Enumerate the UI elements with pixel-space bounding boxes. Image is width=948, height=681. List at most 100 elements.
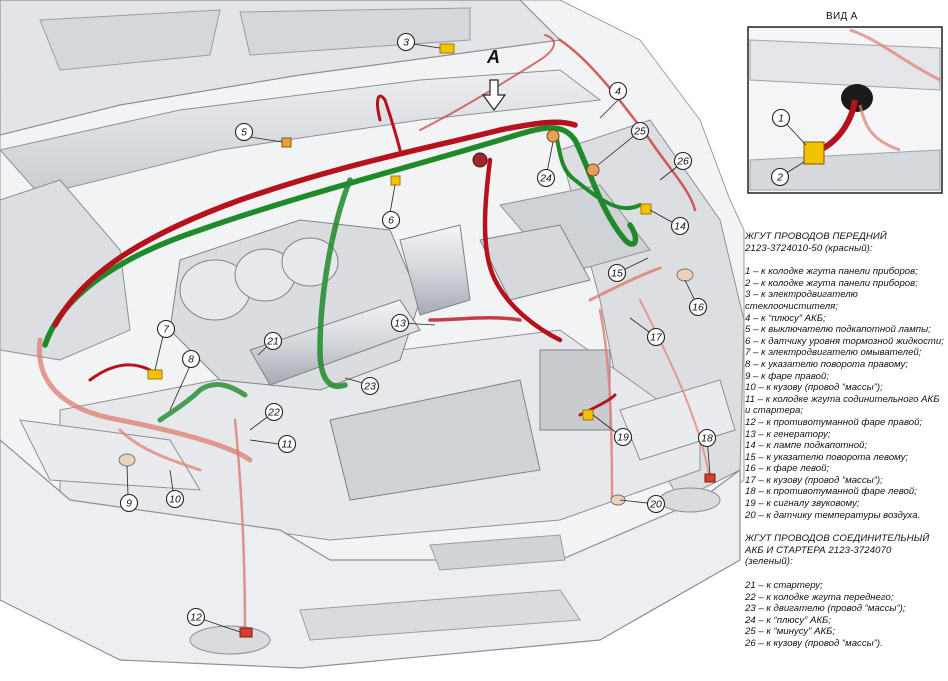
legend-item: 22 – к колодке жгута переднего;	[745, 591, 894, 603]
legend-item: 24 – к “плюсу” АКБ;	[745, 614, 831, 626]
legend-item: 2 – к колодке жгута панели приборов;	[745, 277, 918, 289]
callout-number: 3	[403, 37, 409, 49]
legend: ЖГУТ ПРОВОДОВ ПЕРЕДНИЙ 2123-3724010-50 (…	[745, 231, 945, 650]
inset-connector	[803, 141, 825, 165]
callout-21: 21	[263, 331, 283, 351]
legend-item: 25 – к “минусу” АКБ;	[745, 626, 836, 638]
harness2-title-line1: ЖГУТ ПРОВОДОВ СОЕДИНИТЕЛЬНЫЙ	[745, 533, 930, 545]
red-harness	[36, 34, 711, 632]
connector-5	[281, 137, 292, 148]
connector-18	[704, 473, 716, 483]
callout-19: 19	[613, 427, 633, 447]
legend-item: 3 – к электродвигателю стеклоочистителя;	[745, 289, 858, 312]
legend-item: 18 – к противотуманной фаре левой;	[745, 486, 917, 498]
callout-4: 4	[608, 81, 628, 101]
engine	[169, 219, 611, 501]
right-headlight	[19, 419, 201, 491]
callout-number: 26	[676, 156, 689, 168]
callout-number: 16	[692, 302, 704, 314]
callout-number: 6	[388, 215, 394, 227]
legend-item: 8 – к указателю поворота правому;	[745, 358, 908, 370]
harness1-title-line1: ЖГУТ ПРОВОДОВ ПЕРЕДНИЙ	[745, 231, 887, 242]
callout-13: 13	[390, 313, 410, 333]
callout-number: 10	[169, 494, 181, 506]
legend-item: 9 – к фаре правой;	[745, 370, 829, 382]
air-filter	[479, 224, 591, 301]
callout-number: 1	[778, 113, 784, 125]
callout-18: 18	[697, 428, 717, 448]
legend-item: 11 – к колодке жгута содинительного АКБ …	[745, 393, 940, 417]
harness2-title-line3: (зеленый):	[745, 556, 793, 568]
callout-11: 11	[277, 434, 297, 454]
connector-6	[390, 175, 401, 186]
connector-24	[546, 129, 560, 143]
callout-number: 25	[633, 126, 646, 138]
callout-7: 7	[156, 319, 176, 339]
connector-3	[439, 43, 455, 54]
callout-14: 14	[670, 216, 690, 236]
radiator	[329, 379, 541, 501]
callout-17: 17	[646, 327, 666, 347]
legend-item: 14 – к лампе подкапотной;	[745, 440, 868, 452]
connector-19	[582, 409, 594, 421]
callout-number: 15	[611, 268, 623, 280]
callout-number: 12	[190, 612, 202, 624]
left-fender	[0, 179, 131, 361]
connectors	[118, 43, 716, 638]
legend-item: 5 – к выключателю подкапотной лампы;	[745, 324, 931, 336]
callout-25: 25	[630, 121, 650, 141]
legend-item: 13 – к генератору;	[745, 428, 831, 440]
callout-number: 24	[539, 173, 552, 185]
connector-12	[239, 627, 253, 638]
connector-25	[586, 163, 600, 177]
callout-number: 22	[267, 407, 280, 419]
legend-item: 7 – к электродвигателю омывателей;	[745, 347, 922, 359]
legend-item: 12 – к противотуманной фаре правой;	[745, 416, 923, 428]
legend-item: 23 – к двигателю (провод “массы”);	[745, 603, 906, 615]
view-arrow-label: А	[487, 47, 500, 67]
callout-number: 20	[649, 499, 662, 511]
callout-9: 9	[119, 493, 139, 513]
legend-item: 16 – к фаре левой;	[745, 463, 830, 475]
callout-6: 6	[381, 210, 401, 230]
callout-number: 21	[266, 336, 279, 348]
callout-number: 8	[188, 354, 194, 366]
left-headlight	[619, 379, 736, 461]
legend-item: 21 – к стартеру;	[745, 580, 823, 592]
callout-number: 23	[363, 381, 376, 393]
callout-8: 8	[181, 349, 201, 369]
callout-23: 23	[360, 376, 380, 396]
legend-item: 6 – к датчику уровня тормозной жидкости;	[745, 335, 944, 347]
callout-number: 7	[163, 324, 170, 336]
legend-item: 4 – к “плюсу” АКБ;	[745, 312, 826, 324]
callout-20: 20	[646, 494, 666, 514]
callout-number: 14	[674, 221, 686, 233]
callout-number: 17	[650, 332, 663, 344]
harness1-title-line2: 2123-3724010-50 (красный):	[745, 242, 873, 254]
callout-3: 3	[396, 32, 416, 52]
callout-number: 11	[282, 439, 293, 451]
callout-2: 2	[770, 167, 790, 187]
cowl-panel	[0, 69, 602, 196]
harness1-items: 1 – к колодке жгута панели приборов;2 – …	[745, 266, 945, 521]
view-arrow	[481, 79, 507, 112]
legend-item: 17 – к кузову (провод “массы”);	[745, 474, 883, 486]
harness2-title-line2: АКБ И СТАРТЕРА 2123-3724070	[745, 544, 892, 556]
callout-number: 13	[394, 318, 406, 330]
legend-item: 10 – к кузову (провод “массы”);	[745, 382, 883, 394]
grommet	[841, 84, 873, 112]
connector-7	[147, 369, 163, 380]
callout-number: 18	[701, 433, 713, 445]
callout-number: 5	[241, 127, 247, 139]
callout-number: 19	[617, 432, 629, 444]
callout-24: 24	[536, 168, 556, 188]
callout-number: 9	[126, 498, 132, 510]
callout-1: 1	[771, 108, 791, 128]
callout-number: 4	[615, 86, 621, 98]
callout-22: 22	[264, 402, 284, 422]
legend-item: 26 – к кузову (провод “массы”).	[745, 638, 883, 649]
legend-item: 1 – к колодке жгута панели приборов;	[745, 266, 918, 278]
callout-16: 16	[688, 297, 708, 317]
